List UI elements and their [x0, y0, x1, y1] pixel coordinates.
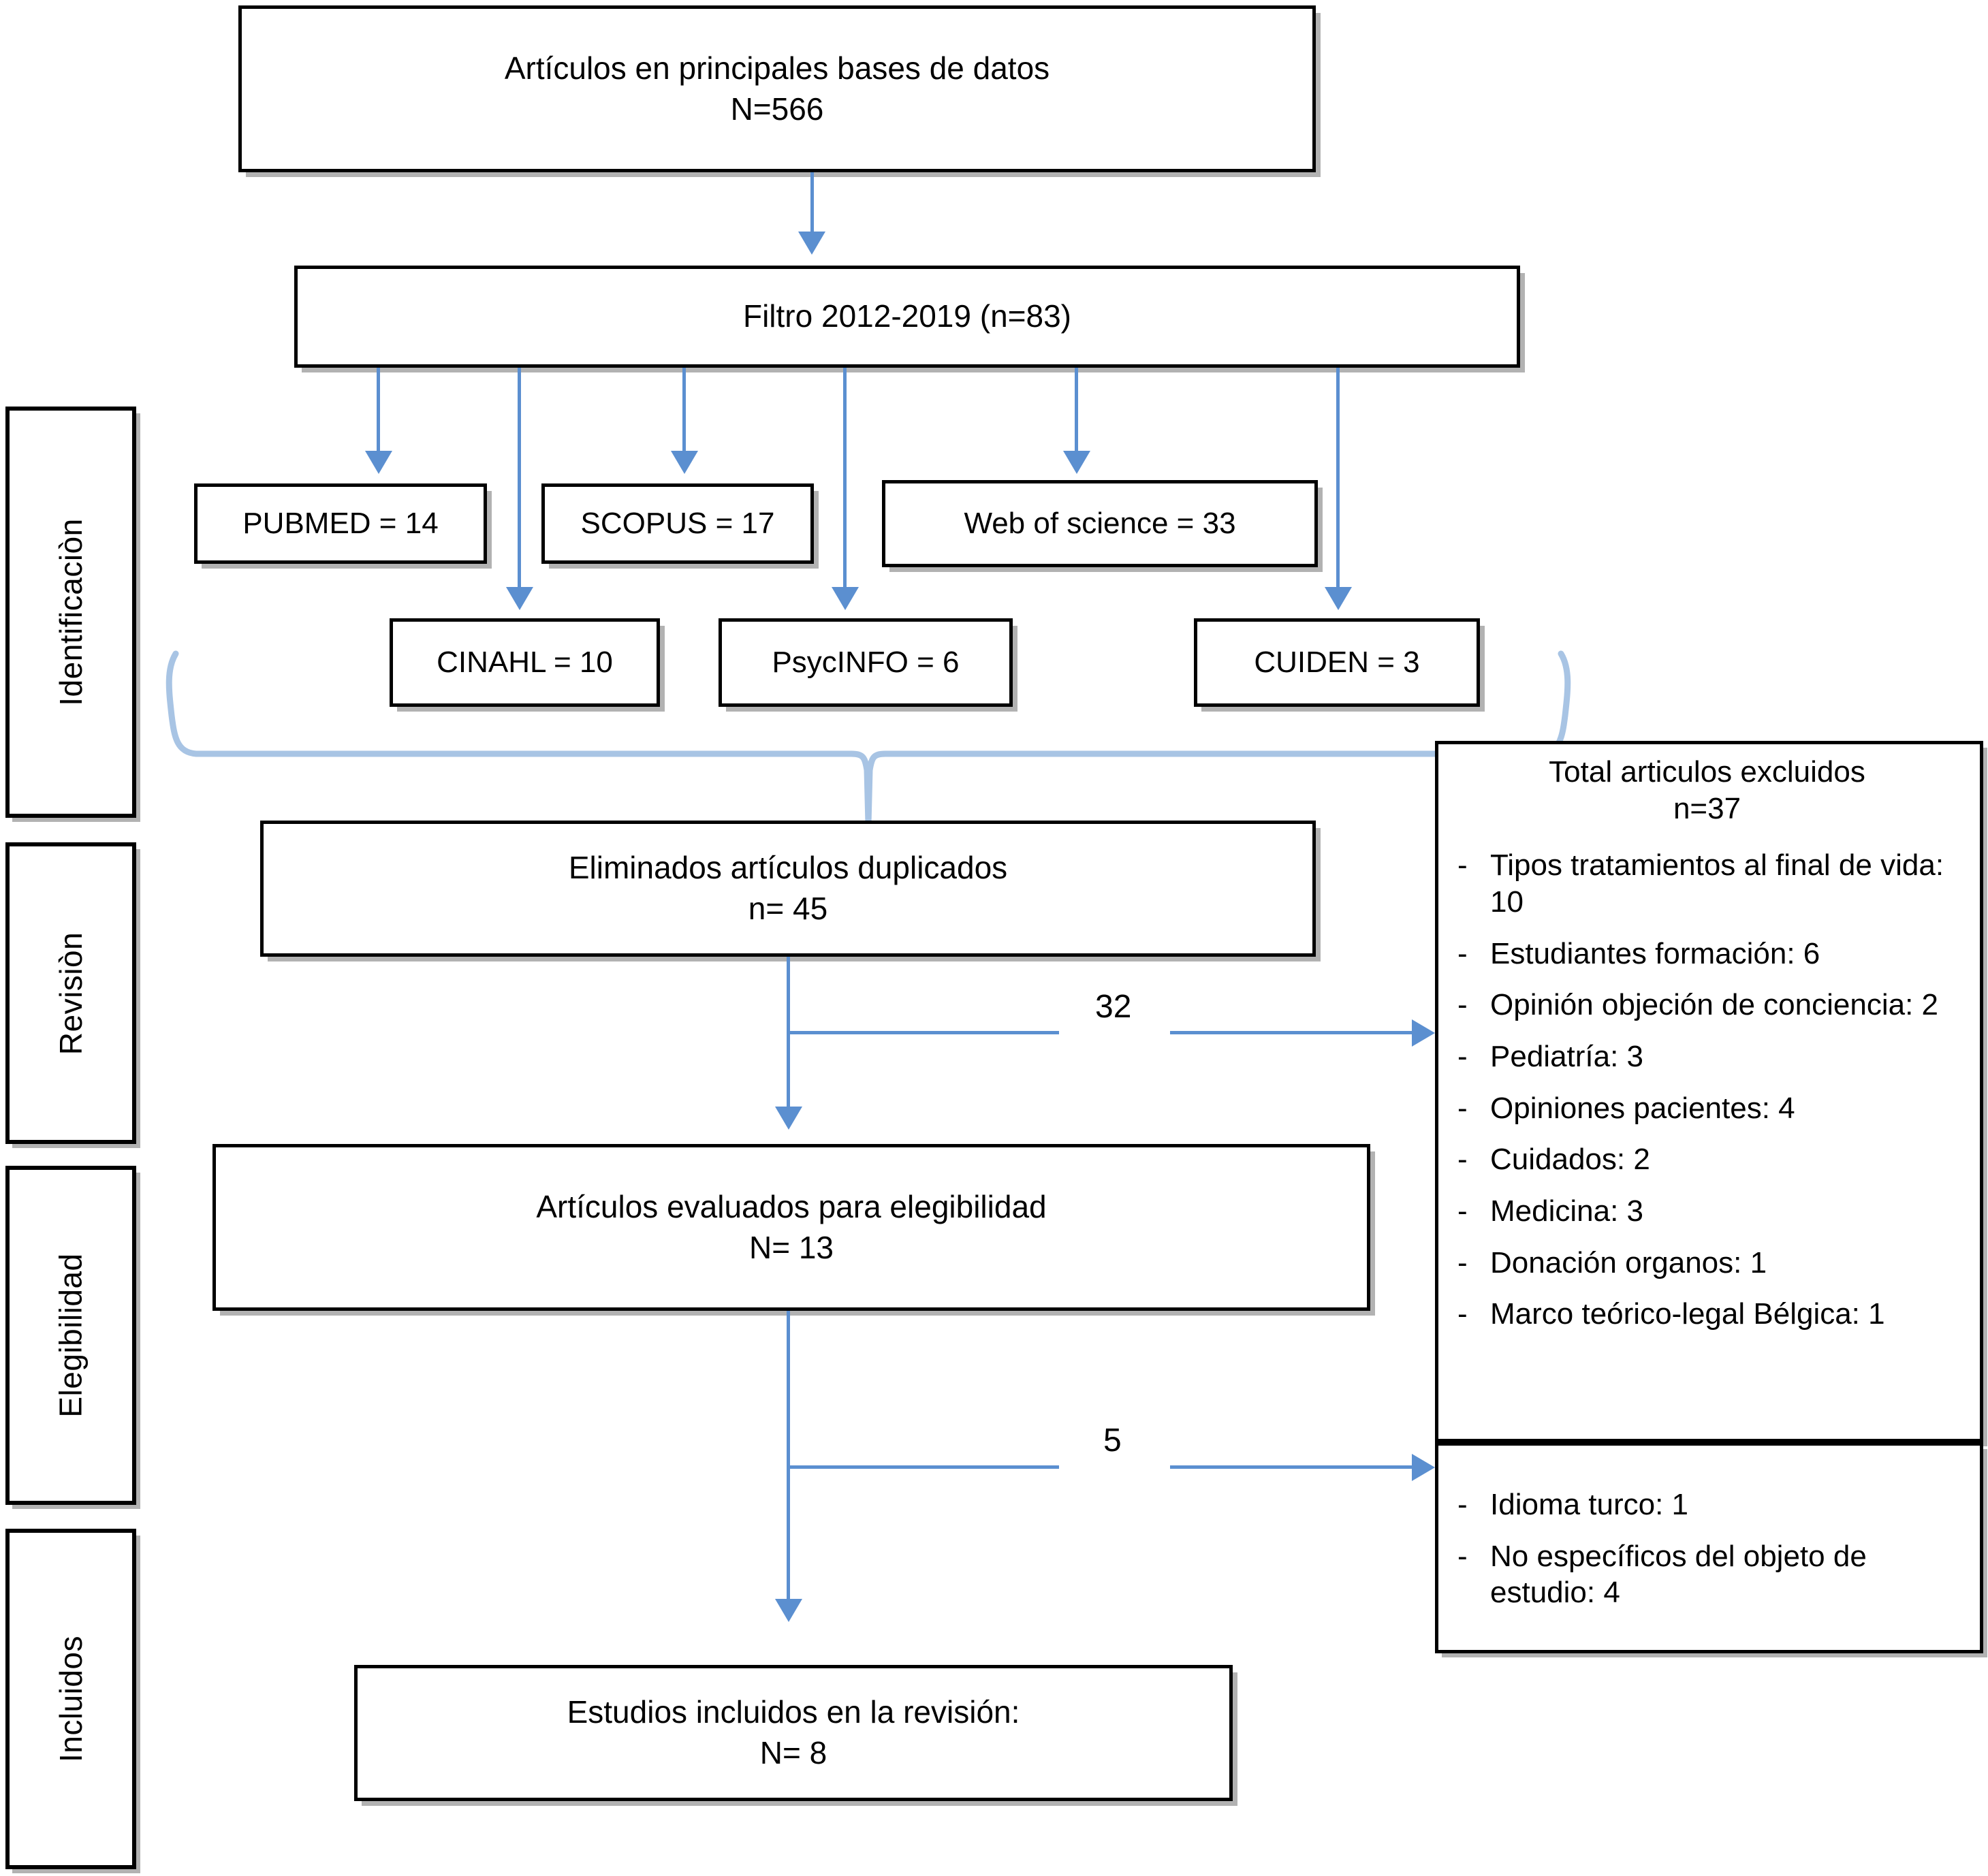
arrow-filter-to-pubmed-head — [365, 451, 392, 474]
exclusions-top-title: Total articulos excluidos n=37 — [1549, 755, 1865, 825]
list-item: Marco teórico-legal Bélgica: 1 — [1452, 1296, 1962, 1333]
box-filter-2012-2019: Filtro 2012-2019 (n=83) — [294, 266, 1520, 368]
connector-eligibility-excluded-right — [1170, 1465, 1422, 1469]
box-database-pubmed: PUBMED = 14 — [194, 483, 487, 564]
box-database-web-of-science: Web of science = 33 — [882, 480, 1318, 567]
edge-label-eligibility-excluded: 5 — [1103, 1422, 1122, 1459]
arrow-filter-to-scopus-head — [671, 451, 698, 474]
list-item: Idioma turco: 1 — [1452, 1487, 1962, 1523]
list-item: Tipos tratamientos al final de vida: 10 — [1452, 847, 1962, 920]
phase-label-revision-text: Revisiòn — [53, 932, 89, 1055]
connector-filter-to-scopus — [682, 368, 686, 456]
exclusions-top-list: Tipos tratamientos al final de vida: 10 … — [1452, 847, 1962, 1333]
box-database-scopus: SCOPUS = 17 — [541, 483, 814, 564]
phase-label-elegibilidad: Elegibilidad — [5, 1166, 136, 1505]
phase-label-elegibilidad-text: Elegibilidad — [53, 1253, 89, 1418]
list-item: Pediatría: 3 — [1452, 1038, 1962, 1075]
connector-filter-to-cinahl — [518, 368, 521, 592]
panel-exclusions-top: Total articulos excluidos n=37 Tipos tra… — [1435, 741, 1983, 1442]
exclusions-bottom-list: Idioma turco: 1 No específicos del objet… — [1452, 1487, 1962, 1611]
connector-filter-to-pubmed — [377, 368, 380, 456]
list-item: Opinión objeción de conciencia: 2 — [1452, 987, 1962, 1023]
connector-filter-to-cuiden — [1336, 368, 1340, 592]
box-database-cinahl: CINAHL = 10 — [390, 618, 660, 707]
list-item: Medicina: 3 — [1452, 1193, 1962, 1230]
phase-label-incluidos: Incluidos — [5, 1529, 136, 1869]
phase-label-incluidos-text: Incluidos — [53, 1635, 89, 1763]
box-duplicates-removed: Eliminados artículos duplicados n= 45 — [260, 821, 1316, 957]
phase-label-identificacion-text: Identificaciòn — [53, 518, 89, 706]
phase-label-revision: Revisiòn — [5, 842, 136, 1144]
arrow-filter-to-cinahl-head — [506, 587, 533, 610]
connector-eligibility-excluded-left — [787, 1465, 1059, 1469]
list-item: Opiniones pacientes: 4 — [1452, 1090, 1962, 1127]
list-item: Donación organos: 1 — [1452, 1245, 1962, 1282]
panel-exclusions-bottom: Idioma turco: 1 No específicos del objet… — [1435, 1442, 1983, 1653]
arrow-eligibility-to-included-head — [775, 1599, 802, 1622]
connector-screening-excluded-right — [1170, 1031, 1422, 1034]
connector-screening-excluded-left — [787, 1031, 1059, 1034]
box-included-studies: Estudios incluidos en la revisión: N= 8 — [354, 1665, 1233, 1801]
box-records-identified: Artículos en principales bases de datos … — [238, 5, 1316, 172]
arrow-duplicates-to-eligibility-head — [775, 1107, 802, 1130]
connector-records-to-filter — [810, 172, 814, 237]
arrow-records-to-filter-head — [798, 232, 825, 255]
box-database-cuiden: CUIDEN = 3 — [1194, 618, 1480, 707]
arrow-filter-to-web-of-science-head — [1063, 451, 1090, 474]
connector-filter-to-psycinfo — [843, 368, 847, 592]
connector-duplicates-to-eligibility — [787, 957, 790, 1113]
arrow-filter-to-psycinfo-head — [832, 587, 859, 610]
arrow-eligibility-excluded-head — [1412, 1454, 1435, 1481]
box-database-psycinfo: PsycINFO = 6 — [719, 618, 1013, 707]
arrow-filter-to-cuiden-head — [1325, 587, 1352, 610]
connector-filter-to-web-of-science — [1075, 368, 1078, 456]
phase-label-identificacion: Identificaciòn — [5, 407, 136, 818]
list-item: Cuidados: 2 — [1452, 1141, 1962, 1178]
box-assessed-eligibility: Artículos evaluados para elegibilidad N=… — [212, 1144, 1370, 1311]
arrow-screening-excluded-head — [1412, 1019, 1435, 1047]
edge-label-screening-excluded: 32 — [1095, 989, 1132, 1025]
list-item: Estudiantes formación: 6 — [1452, 936, 1962, 972]
list-item: No específicos del objeto de estudio: 4 — [1452, 1538, 1962, 1611]
connector-eligibility-to-included — [787, 1311, 790, 1604]
